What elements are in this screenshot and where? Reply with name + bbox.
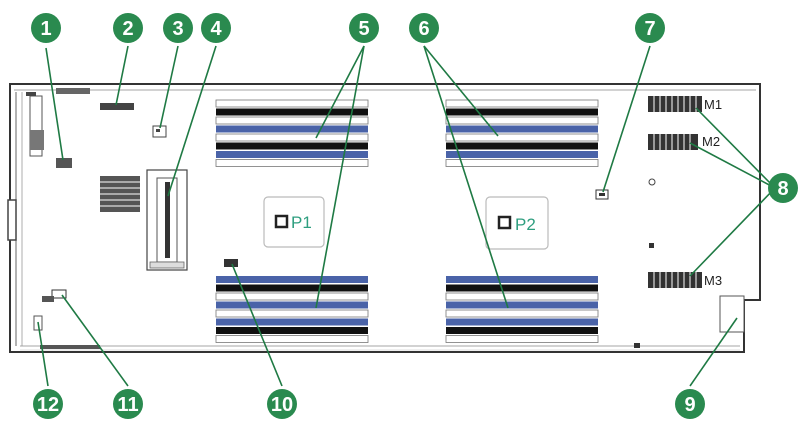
callout-2: 2: [113, 13, 143, 43]
dimm-slot: [445, 292, 599, 301]
dimm-slot: [215, 99, 369, 108]
dimm-slot: [445, 309, 599, 318]
connector-1: [56, 158, 72, 168]
cpu-icon: [497, 215, 512, 230]
callout-number: 6: [418, 18, 429, 40]
dimm-slot: [215, 335, 369, 343]
dimm-slot: [445, 335, 599, 343]
dimm-slot: [216, 108, 368, 116]
callout-5: 5: [349, 13, 379, 43]
callout-3: 3: [163, 13, 193, 43]
cpu-icon: [274, 214, 289, 229]
callout-number: 2: [122, 18, 133, 40]
dimm-slot: [216, 318, 368, 326]
dimm-slot: [445, 159, 599, 167]
cpu-p2: P2: [485, 196, 549, 250]
dimm-slot: [446, 327, 598, 334]
slot-label-m3: M3: [704, 273, 722, 288]
dimm-slot: [445, 116, 599, 125]
callout-6: 6: [409, 13, 439, 43]
dimm-slot: [216, 284, 368, 292]
callout-9: 9: [675, 389, 705, 419]
connector-11: [51, 289, 67, 299]
connector-10: [224, 259, 238, 267]
callout-11: 11: [113, 389, 143, 419]
callout-number: 10: [271, 394, 293, 416]
dimm-slot: [445, 133, 599, 142]
dimm-slot: [215, 292, 369, 301]
dimm-slot: [446, 284, 598, 292]
dimm-slot: [215, 133, 369, 142]
dimm-slot: [216, 276, 368, 283]
callout-8: 8: [768, 173, 798, 203]
dimm-slot: [216, 125, 368, 133]
callout-number: 12: [37, 394, 59, 416]
dimm-slot: [445, 99, 599, 108]
board-outline: [7, 83, 761, 353]
callout-number: 5: [358, 18, 369, 40]
callout-1: 1: [31, 13, 61, 43]
dimm-slot: [216, 151, 368, 158]
callout-number: 11: [117, 394, 138, 416]
cpu-label-p2: P2: [515, 215, 536, 234]
slot-4: [146, 169, 188, 271]
leader-lines: [37, 45, 776, 387]
dimm-slot: [446, 151, 598, 158]
dimm-slot: [446, 142, 598, 150]
dimm-slot: [216, 327, 368, 334]
callout-number: 4: [210, 18, 222, 40]
callout-number: 9: [684, 394, 695, 416]
board-details: [26, 88, 656, 349]
header-2: [100, 103, 134, 110]
dimm-slot: [446, 125, 598, 133]
callout-7: 7: [635, 13, 665, 43]
dimm-slot: [216, 142, 368, 150]
callout-number: 7: [644, 18, 655, 40]
dimm-slot: [446, 301, 598, 309]
callout-4: 4: [201, 13, 231, 43]
dimm-slot: [446, 276, 598, 283]
callout-number: 3: [172, 18, 183, 40]
heatsink: [100, 176, 140, 212]
mezz-connectors: M1 M2 M3: [648, 96, 722, 288]
callout-number: 1: [40, 18, 51, 40]
dimm-slot: [446, 108, 598, 116]
cpu-label-p1: P1: [291, 213, 312, 232]
dimm-banks: [215, 99, 599, 343]
slot-label-m1: M1: [704, 97, 722, 112]
callout-number: 8: [777, 178, 788, 200]
cpu-p1: P1: [263, 196, 325, 248]
dimm-slot: [215, 309, 369, 318]
callout-12: 12: [33, 389, 63, 419]
slot-label-m2: M2: [702, 134, 720, 149]
dimm-slot: [216, 301, 368, 309]
dimm-slot: [446, 318, 598, 326]
dimm-slot: [215, 159, 369, 167]
callout-10: 10: [267, 389, 297, 419]
dimm-slot: [215, 116, 369, 125]
